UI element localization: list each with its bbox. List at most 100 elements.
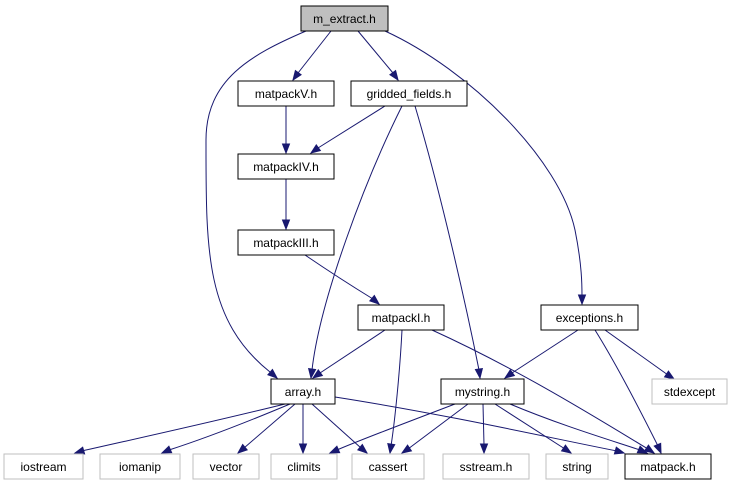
node-sstream-label: sstream.h bbox=[460, 460, 513, 474]
edge-arrowhead bbox=[653, 442, 662, 455]
node-mystring[interactable]: mystring.h bbox=[440, 378, 525, 405]
node-vector[interactable]: vector bbox=[192, 453, 260, 480]
edge-line bbox=[317, 105, 386, 149]
node-gridded_fields-label: gridded_fields.h bbox=[367, 87, 452, 101]
node-matpackI[interactable]: matpackI.h bbox=[357, 304, 445, 331]
edge-mystring-to-sstream bbox=[479, 403, 489, 455]
node-string[interactable]: string bbox=[545, 453, 609, 480]
edge-m_extract-to-array bbox=[205, 30, 307, 379]
edge-arrowhead bbox=[236, 443, 249, 454]
edge-arrowhead bbox=[474, 368, 484, 380]
edge-line bbox=[334, 396, 618, 452]
edge-line bbox=[494, 403, 566, 450]
edge-arrowhead bbox=[368, 294, 381, 305]
edge-arrowhead bbox=[479, 443, 489, 455]
edge-line bbox=[407, 403, 469, 450]
node-matpackI-label: matpackI.h bbox=[372, 311, 431, 325]
edge-line bbox=[384, 30, 583, 298]
edge-matpackIV-to-matpackIII bbox=[281, 179, 291, 231]
edge-mystring-to-climits bbox=[328, 403, 456, 454]
node-matpackV[interactable]: matpackV.h bbox=[237, 80, 335, 107]
edge-matpackIII-to-matpackI bbox=[304, 254, 381, 305]
edge-array-to-iostream bbox=[73, 403, 286, 455]
edge-mystring-to-matpack bbox=[509, 403, 649, 454]
edge-line bbox=[604, 329, 669, 376]
node-matpackIII-label: matpackIII.h bbox=[253, 236, 318, 250]
edge-line bbox=[509, 403, 641, 451]
edge-gridded_fields-to-array bbox=[307, 105, 403, 380]
edge-arrowhead bbox=[356, 443, 369, 454]
edge-array-to-cassert bbox=[311, 403, 369, 454]
edge-line bbox=[205, 30, 307, 373]
node-mystring-label: mystring.h bbox=[455, 385, 510, 399]
edge-m_extract-to-gridded_fields bbox=[357, 30, 399, 82]
edge-arrowhead bbox=[636, 445, 649, 454]
edge-line bbox=[336, 403, 456, 451]
node-matpack[interactable]: matpack.h bbox=[624, 453, 712, 480]
node-climits[interactable]: climits bbox=[270, 453, 338, 480]
edge-gridded_fields-to-matpackIV bbox=[309, 105, 386, 154]
edge-line bbox=[511, 329, 579, 374]
node-stdexcept[interactable]: stdexcept bbox=[651, 378, 728, 405]
node-array[interactable]: array.h bbox=[270, 378, 336, 405]
node-cassert[interactable]: cassert bbox=[351, 453, 425, 480]
edge-arrowhead bbox=[643, 444, 656, 454]
edge-line bbox=[304, 254, 374, 300]
node-matpackIII[interactable]: matpackIII.h bbox=[237, 229, 335, 256]
node-matpackIV-label: matpackIV.h bbox=[253, 160, 319, 174]
edge-m_extract-to-matpackV bbox=[292, 30, 332, 82]
edge-matpackV-to-matpackIV bbox=[281, 106, 291, 155]
edge-arrowhead bbox=[560, 444, 573, 454]
edge-line bbox=[311, 403, 362, 449]
edge-arrowhead bbox=[298, 443, 308, 455]
edge-matpackI-to-array bbox=[311, 329, 386, 379]
node-iomanip[interactable]: iomanip bbox=[99, 453, 181, 480]
edge-exceptions-to-matpack bbox=[594, 329, 662, 455]
edge-arrowhead bbox=[73, 446, 86, 455]
edge-line bbox=[311, 105, 403, 371]
node-stdexcept-label: stdexcept bbox=[664, 385, 716, 399]
node-sstream[interactable]: sstream.h bbox=[442, 453, 530, 480]
edge-line bbox=[357, 30, 394, 74]
edge-arrowhead bbox=[387, 442, 396, 455]
node-string-label: string bbox=[562, 460, 591, 474]
edge-arrowhead bbox=[311, 369, 324, 379]
node-iomanip-label: iomanip bbox=[119, 460, 161, 474]
edge-line bbox=[482, 403, 485, 446]
edge-line bbox=[594, 329, 659, 447]
edge-line bbox=[81, 403, 286, 452]
edge-line bbox=[168, 403, 291, 451]
edge-mystring-to-cassert bbox=[400, 403, 469, 454]
edge-arrowhead bbox=[400, 444, 413, 454]
edge-arrowhead bbox=[281, 143, 291, 155]
edge-mystring-to-string bbox=[494, 403, 573, 454]
node-array-label: array.h bbox=[285, 385, 321, 399]
node-matpackIV[interactable]: matpackIV.h bbox=[237, 153, 335, 180]
node-iostream[interactable]: iostream bbox=[3, 453, 84, 480]
node-matpackV-label: matpackV.h bbox=[255, 87, 317, 101]
node-gridded_fields[interactable]: gridded_fields.h bbox=[350, 80, 468, 107]
node-vector-label: vector bbox=[210, 460, 243, 474]
edge-arrowhead bbox=[267, 368, 279, 379]
node-iostream-label: iostream bbox=[20, 460, 66, 474]
edge-arrowhead bbox=[281, 219, 291, 231]
edge-array-to-vector bbox=[236, 403, 296, 454]
edge-m_extract-to-exceptions bbox=[384, 30, 587, 306]
node-exceptions[interactable]: exceptions.h bbox=[540, 304, 639, 331]
edge-arrowhead bbox=[160, 445, 173, 454]
node-m_extract[interactable]: m_extract.h bbox=[300, 5, 389, 32]
node-cassert-label: cassert bbox=[369, 460, 408, 474]
node-exceptions-label: exceptions.h bbox=[556, 311, 623, 325]
edge-arrowhead bbox=[577, 294, 587, 306]
edge-arrowhead bbox=[503, 369, 516, 379]
edge-arrowhead bbox=[309, 144, 322, 154]
edge-line bbox=[243, 403, 296, 449]
edge-line bbox=[319, 329, 386, 374]
edge-gridded_fields-to-mystring bbox=[414, 105, 484, 380]
edge-line bbox=[431, 329, 649, 450]
node-matpack-label: matpack.h bbox=[640, 460, 695, 474]
edge-line bbox=[414, 105, 480, 371]
edge-array-to-climits bbox=[298, 404, 308, 455]
edge-line bbox=[390, 329, 403, 447]
